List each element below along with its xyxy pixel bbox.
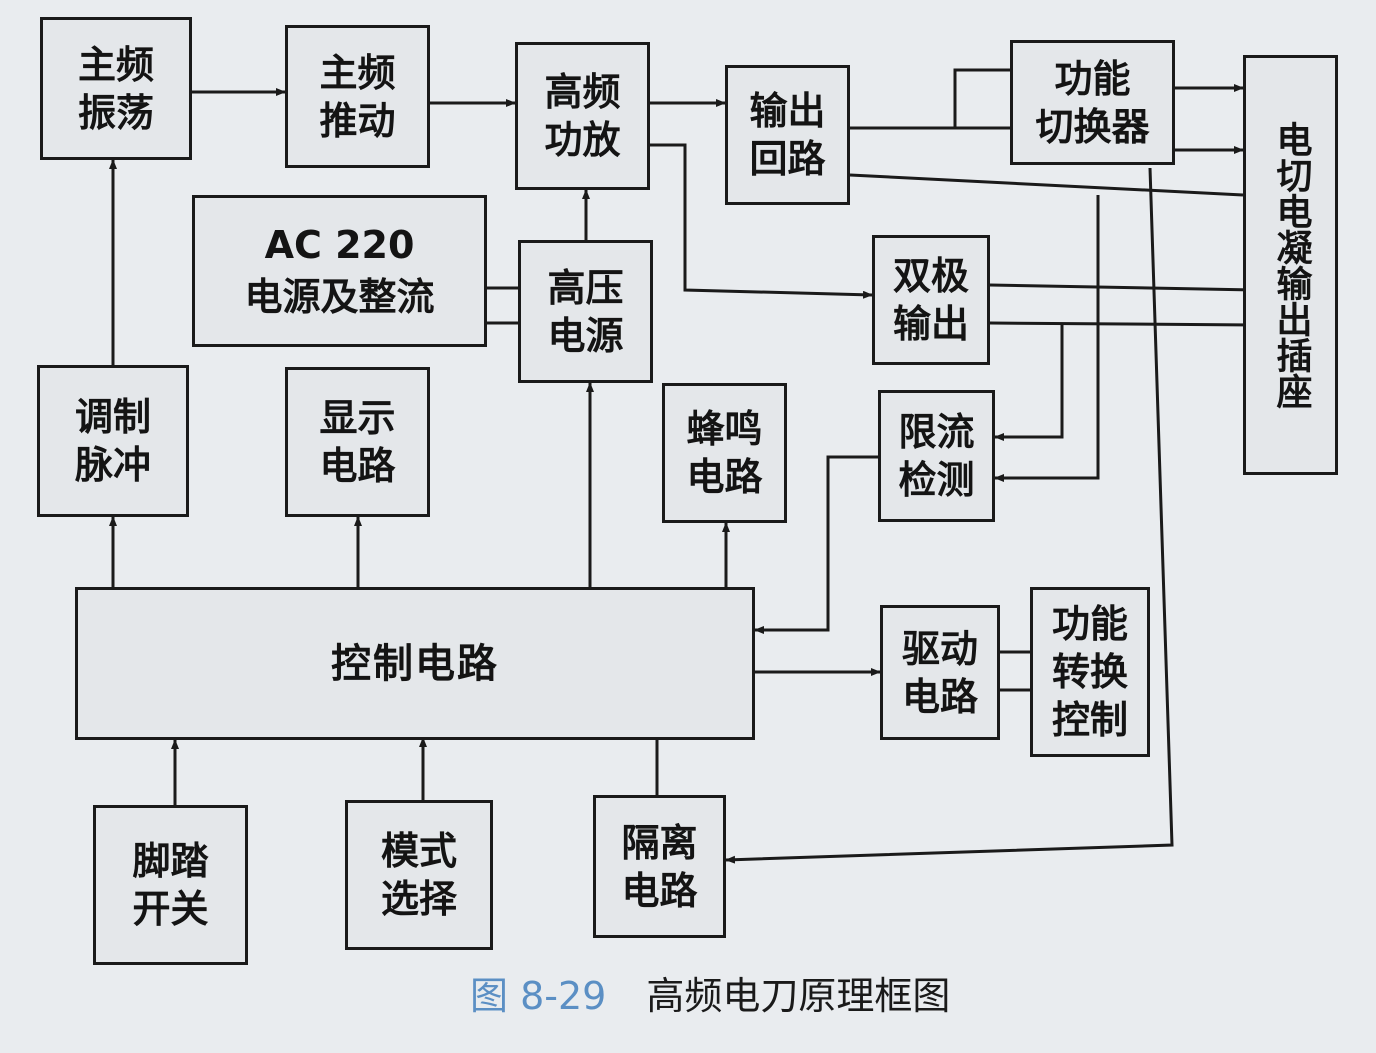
block-output-loop: 输出 回路 <box>725 65 850 205</box>
wire-output-loop-to-outlet <box>849 173 1244 197</box>
block-buzzer-circuit: 蜂鸣 电路 <box>662 383 787 523</box>
arrow-hf-amp-to-bipolar <box>650 143 873 299</box>
arrow-bipolar-to-current-limit <box>994 323 1064 441</box>
block-function-switch-control: 功能 转换 控制 <box>1030 587 1150 757</box>
block-display-circuit: 显示 电路 <box>285 367 430 517</box>
figure-caption: 图 8-29 高频电刀原理框图 <box>470 965 950 1020</box>
block-mode-select: 模式 选择 <box>345 800 493 950</box>
block-bipolar-output: 双极 输出 <box>872 235 990 365</box>
figure-title: 高频电刀原理框图 <box>646 974 951 1018</box>
block-isolation-circuit: 隔离 电路 <box>593 795 726 938</box>
block-main-oscillator: 主频 振荡 <box>40 17 192 160</box>
wire-bipolar-to-outlet-1 <box>989 283 1256 292</box>
block-current-limit-detect: 限流 检测 <box>878 390 995 522</box>
arrow-switcher-to-isolation <box>725 167 1174 864</box>
block-control-circuit: 控制电路 <box>75 587 755 740</box>
arrow-current-limit-to-control <box>754 455 878 634</box>
wire-bipolar-to-outlet-2 <box>989 321 1256 327</box>
block-driver-circuit: 驱动 电路 <box>880 605 1000 740</box>
block-output-socket: 电切电凝输出插座 <box>1243 55 1338 475</box>
wire-output-loop-branch-top <box>953 68 1010 128</box>
block-foot-switch: 脚踏 开关 <box>93 805 248 965</box>
block-main-drive: 主频 推动 <box>285 25 430 168</box>
block-hf-power-amp: 高频 功放 <box>515 42 650 190</box>
block-modulation-pulse: 调制 脉冲 <box>37 365 189 517</box>
block-high-voltage-power: 高压 电源 <box>518 240 653 383</box>
block-ac-power-rectifier: AC 220 电源及整流 <box>192 195 487 347</box>
arrow-switcher-to-current-limit <box>994 195 1100 482</box>
block-function-switcher: 功能 切换器 <box>1010 40 1175 165</box>
figure-number: 图 8-29 <box>470 974 607 1018</box>
